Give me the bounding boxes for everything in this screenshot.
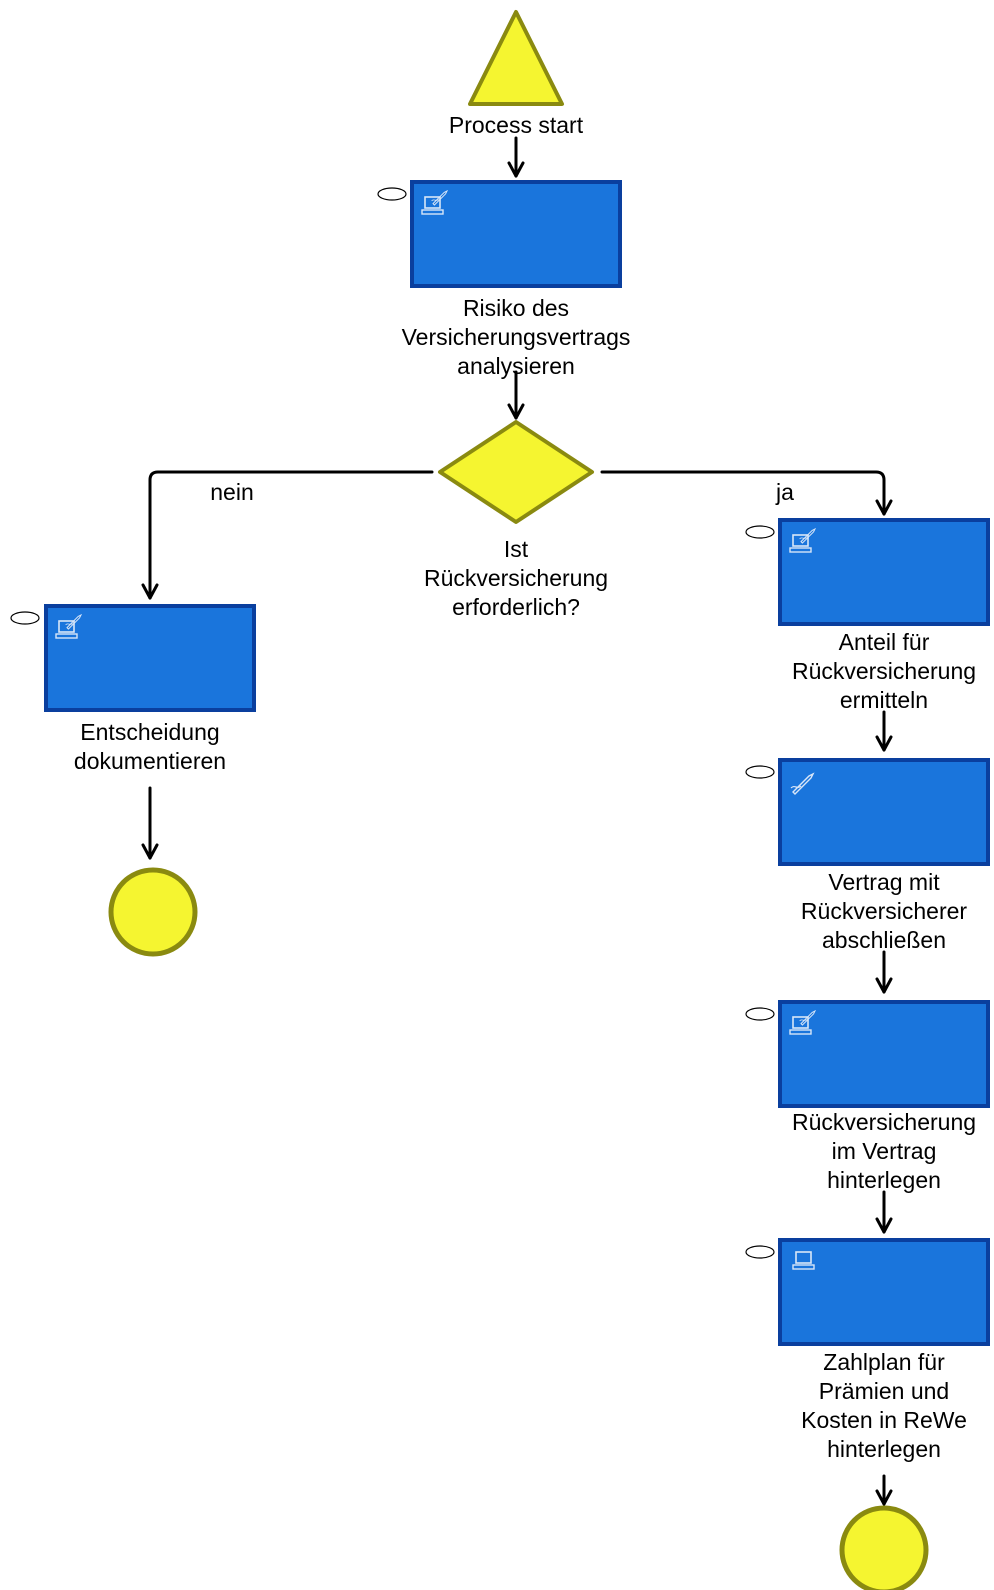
arrowhead bbox=[875, 977, 893, 994]
label-line: Vertrag mit bbox=[828, 869, 940, 895]
task1-label: Risiko des Versicherungsvertrags analysi… bbox=[376, 294, 656, 381]
arrowhead bbox=[875, 1217, 893, 1234]
task6-label: Zahlplan für Prämien und Kosten in ReWe … bbox=[774, 1348, 994, 1464]
label-line: Process start bbox=[448, 112, 584, 138]
label-line: hinterlegen bbox=[827, 1436, 941, 1462]
task-risk-analysis[interactable] bbox=[377, 180, 622, 288]
label-line: Ist bbox=[503, 536, 529, 562]
start-event-label: Process start bbox=[416, 111, 616, 140]
label-line: Rückversicherung bbox=[423, 565, 609, 591]
label-line: ja bbox=[776, 479, 794, 505]
connectors bbox=[148, 136, 886, 1506]
label-line: erforderlich? bbox=[452, 594, 580, 620]
arrowhead bbox=[141, 583, 159, 600]
label-line: Risiko des bbox=[462, 295, 570, 321]
label-line: Rückversicherer bbox=[800, 898, 968, 924]
label-line: nein bbox=[210, 479, 254, 505]
arrowheads bbox=[141, 161, 893, 1506]
arrowhead bbox=[507, 161, 525, 178]
label-line: Anteil für bbox=[838, 629, 930, 655]
label-line: dokumentieren bbox=[73, 748, 227, 774]
label-line: Entscheidung bbox=[80, 719, 220, 745]
label-line: analysieren bbox=[457, 353, 575, 379]
end-event-left[interactable] bbox=[108, 867, 198, 957]
arrowhead bbox=[141, 843, 159, 860]
task2-label: Entscheidung dokumentieren bbox=[30, 718, 270, 776]
task-store-reinsurance[interactable] bbox=[745, 1000, 990, 1108]
task-conclude-contract[interactable] bbox=[745, 758, 990, 866]
label-line: ermitteln bbox=[839, 687, 929, 713]
arrowhead bbox=[875, 499, 893, 516]
gateway-label: Ist Rückversicherung erforderlich? bbox=[396, 535, 636, 622]
end-event-right[interactable] bbox=[839, 1505, 929, 1590]
task-document-decision[interactable] bbox=[10, 604, 256, 712]
task-marker-ellipse bbox=[745, 1245, 775, 1259]
branch-label-ja: ja bbox=[755, 478, 815, 507]
task-marker-ellipse bbox=[377, 187, 407, 201]
task3-label: Anteil für Rückversicherung ermitteln bbox=[774, 628, 994, 715]
label-line: Kosten in ReWe bbox=[801, 1407, 967, 1433]
label-line: Rückversicherung bbox=[791, 1109, 977, 1135]
gateway-diamond[interactable] bbox=[438, 420, 594, 524]
label-line: Versicherungsvertrags bbox=[401, 324, 631, 350]
task-marker-ellipse bbox=[745, 765, 775, 779]
label-line: Prämien und bbox=[818, 1378, 950, 1404]
task-marker-ellipse bbox=[745, 525, 775, 539]
task-payment-plan[interactable] bbox=[745, 1238, 990, 1346]
task5-label: Rückversicherung im Vertrag hinterlegen bbox=[774, 1108, 994, 1195]
label-line: Zahlplan für bbox=[823, 1349, 945, 1375]
branch-label-nein: nein bbox=[192, 478, 272, 507]
task-marker-ellipse bbox=[745, 1007, 775, 1021]
start-event-triangle[interactable] bbox=[468, 10, 564, 106]
connector-gateway-to-ja bbox=[600, 470, 886, 516]
label-line: abschließen bbox=[821, 927, 947, 953]
label-line: hinterlegen bbox=[827, 1167, 941, 1193]
task4-label: Vertrag mit Rückversicherer abschließen bbox=[774, 868, 994, 955]
label-line: im Vertrag bbox=[831, 1138, 937, 1164]
arrowhead bbox=[875, 1489, 893, 1506]
label-line: Rückversicherung bbox=[791, 658, 977, 684]
arrowhead bbox=[507, 403, 525, 420]
task-determine-share[interactable] bbox=[745, 518, 990, 626]
connector-gateway-to-nein bbox=[148, 470, 434, 600]
arrowhead bbox=[875, 735, 893, 752]
task-marker-ellipse bbox=[10, 611, 40, 625]
